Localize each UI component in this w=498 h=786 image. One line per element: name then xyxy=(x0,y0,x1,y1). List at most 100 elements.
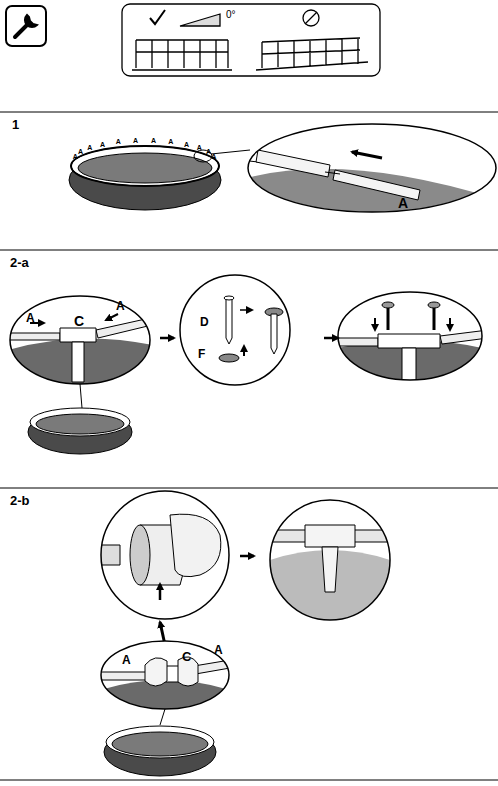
part-letter: A xyxy=(398,196,408,210)
tool-icon xyxy=(6,6,46,46)
part-letter: A xyxy=(214,644,223,656)
zoom-detail xyxy=(322,547,338,592)
zoom-detail xyxy=(382,302,394,308)
part-letter: A xyxy=(87,144,92,151)
level-ground-panel xyxy=(122,4,380,76)
step-arrow xyxy=(240,555,254,558)
pool-frame xyxy=(71,146,219,186)
part-letter: A xyxy=(151,137,156,144)
zoom-detail xyxy=(270,500,390,620)
level-ground-panel xyxy=(122,4,380,76)
separator-line xyxy=(0,112,498,780)
zoom-detail xyxy=(100,490,230,620)
pool-frame xyxy=(78,153,212,183)
part-letter: A xyxy=(116,300,125,312)
pool-frame xyxy=(104,709,216,776)
zoom-detail xyxy=(100,680,230,712)
angle-label: 0° xyxy=(226,10,236,20)
pool-frame xyxy=(160,709,165,725)
zoom-detail xyxy=(388,308,434,330)
pool-frame xyxy=(112,732,208,756)
level-ground-panel xyxy=(132,40,232,70)
zoom-detail xyxy=(325,172,340,174)
zoom-detail xyxy=(8,295,153,385)
zoom-outline xyxy=(338,292,482,380)
zoom-outline xyxy=(248,124,496,212)
part-letter: A xyxy=(78,148,83,155)
level-ground-panel xyxy=(180,14,220,26)
zoom-outline xyxy=(248,124,496,212)
pool-frame xyxy=(69,146,250,210)
separator-line xyxy=(0,112,498,780)
part-letter: A xyxy=(116,138,121,145)
level-ground-panel xyxy=(256,38,368,70)
zoom-detail xyxy=(240,110,498,230)
part-letter: A xyxy=(206,148,211,155)
tool-icon xyxy=(25,15,37,27)
zoom-detail xyxy=(449,318,451,330)
zoom-detail xyxy=(428,302,440,308)
part-letter: A xyxy=(184,141,189,148)
zoom-detail xyxy=(305,525,355,547)
zoom-detail xyxy=(330,290,490,385)
part-letter: A xyxy=(73,153,78,160)
zoom-detail xyxy=(159,584,162,600)
zoom-detail xyxy=(374,318,376,330)
tool-icon xyxy=(6,6,46,46)
zoom-outline xyxy=(10,296,150,384)
pin-detail xyxy=(180,275,290,385)
part-letter: C xyxy=(182,650,191,663)
pin-detail xyxy=(240,309,252,311)
pin-detail xyxy=(226,298,232,344)
part-letter: D xyxy=(200,316,209,328)
pool-frame xyxy=(80,384,82,408)
zoom-detail xyxy=(402,348,416,384)
pool-frame xyxy=(36,414,124,434)
zoom-detail xyxy=(270,500,390,620)
zoom-outline xyxy=(352,152,382,158)
pin-detail xyxy=(224,296,234,300)
zoom-outline xyxy=(101,641,229,709)
level-ground-panel xyxy=(150,10,165,24)
step-number: 2-b xyxy=(10,494,30,507)
zoom-detail xyxy=(72,342,84,382)
part-letter: A xyxy=(100,141,105,148)
zoom-detail xyxy=(256,150,330,177)
zoom-detail xyxy=(106,314,118,320)
zoom-detail xyxy=(100,545,120,565)
zoom-detail xyxy=(130,525,150,585)
part-letter: A xyxy=(197,144,202,151)
step-arrow xyxy=(324,337,338,340)
zoom-detail xyxy=(378,334,440,348)
zoom-detail xyxy=(330,290,490,385)
step-number: 2-a xyxy=(10,256,29,269)
part-letter: A xyxy=(122,654,131,666)
part-letter: A xyxy=(211,153,216,160)
zoom-detail xyxy=(100,490,230,620)
pool-frame xyxy=(28,384,132,454)
zoom-detail xyxy=(240,110,498,230)
part-letter: A xyxy=(26,312,35,324)
part-letter: A xyxy=(168,138,173,145)
pool-frame xyxy=(30,408,130,436)
zoom-outline xyxy=(101,491,229,619)
zoom-detail xyxy=(100,640,230,712)
pin-detail xyxy=(243,346,245,356)
level-ground-panel xyxy=(305,12,317,24)
part-letter: C xyxy=(74,314,84,328)
step-number: 1 xyxy=(12,118,19,131)
part-letter: A xyxy=(133,137,138,144)
pin-detail xyxy=(180,275,290,385)
pool-frame xyxy=(211,150,250,154)
pool-frame xyxy=(106,726,214,758)
zoom-detail xyxy=(100,640,230,712)
zoom-outline xyxy=(270,500,390,620)
zoom-detail xyxy=(8,295,153,385)
pin-detail xyxy=(271,314,277,354)
level-ground-panel xyxy=(303,10,319,26)
pool-frame xyxy=(71,146,219,186)
part-letter: F xyxy=(198,348,205,360)
zoom-detail xyxy=(8,339,152,385)
